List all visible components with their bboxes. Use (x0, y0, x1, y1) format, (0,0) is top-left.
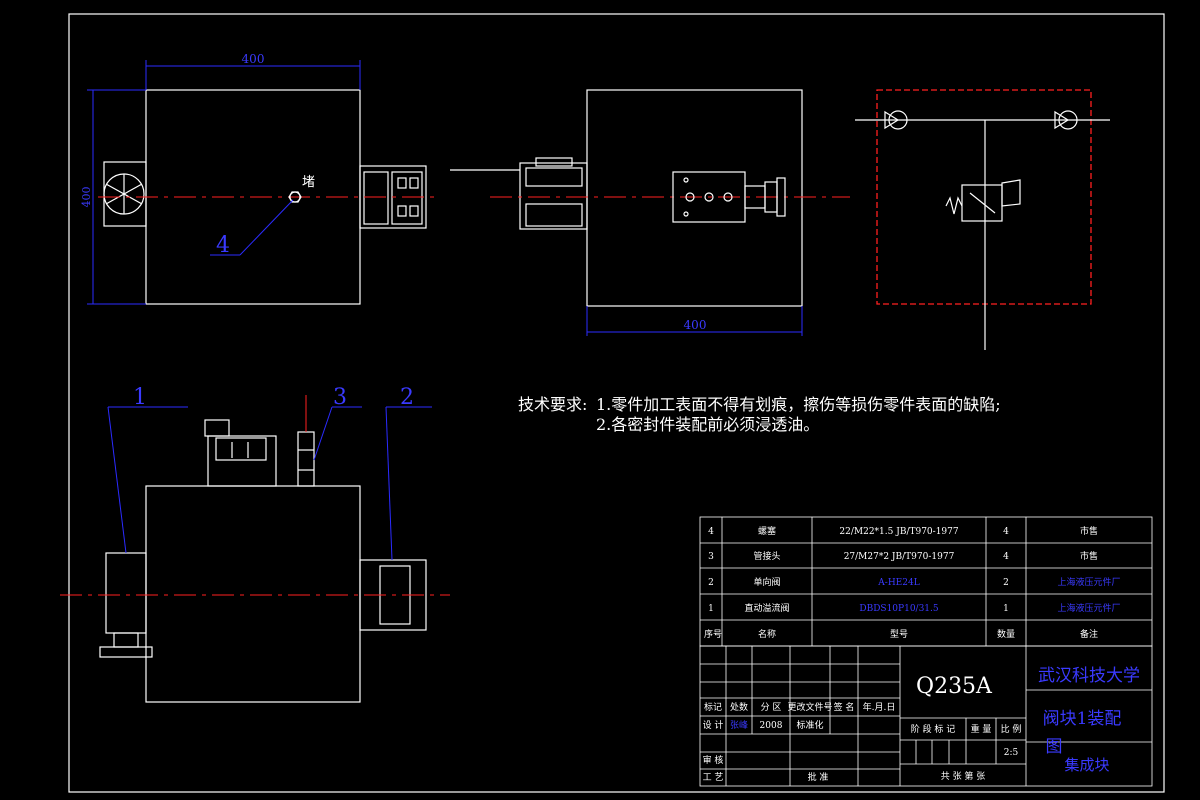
top-height-dimension: 400 (80, 187, 93, 208)
tb-design: 设 计 (703, 719, 724, 731)
top-width-dimension: 400 (242, 52, 265, 66)
drawing-subtitle: 集成块 (1064, 756, 1109, 774)
bom-row-4-model: 22/M22*1.5 JB/T970-1977 (839, 527, 958, 537)
bom-row-2-no: 2 (708, 578, 714, 588)
tech-line-2: 2.各密封件装配前必须浸透油。 (596, 415, 819, 434)
bom-row-1-model: DBDS10P10/31.5 (859, 604, 939, 614)
material-label: Q235A (916, 674, 993, 699)
bom-header-remark: 备注 (1080, 628, 1098, 640)
balloon-4: 4 (216, 233, 230, 258)
tb-ratio: 比 例 (1001, 723, 1022, 735)
tb-change-doc: 更改文件号 (787, 701, 832, 713)
side-view: 400 (450, 89, 850, 336)
bom-row-4-qty: 4 (1003, 527, 1009, 537)
bom-row-3-name: 管接头 (753, 550, 780, 562)
bom-row-2-remark: 上海液压元件厂 (1057, 576, 1120, 588)
block-outline-side (586, 89, 803, 307)
tb-zone: 分 区 (761, 702, 782, 713)
drawing-title-1: 阀块1装配 (1043, 709, 1122, 729)
tb-review: 审 核 (703, 754, 724, 766)
bill-of-materials: 4 螺塞 22/M22*1.5 JB/T970-1977 4 市售 3 管接头 … (699, 516, 1153, 647)
bom-header-no: 序号 (704, 628, 722, 640)
bom-row-4-no: 4 (708, 527, 714, 537)
tb-count: 处数 (730, 701, 748, 713)
scale-value: 2:5 (1004, 748, 1019, 758)
bom-row-3-qty: 4 (1003, 552, 1009, 562)
tb-approve: 批 准 (808, 771, 829, 783)
balloon-3: 3 (333, 385, 347, 410)
bom-row-2-qty: 2 (1003, 578, 1009, 588)
bom-header-model: 型号 (890, 629, 908, 640)
tb-weight: 重 量 (971, 723, 992, 735)
bom-row-1-no: 1 (708, 604, 714, 614)
tb-stage: 阶 段 标 记 (911, 723, 956, 735)
balloon-1: 1 (133, 385, 147, 410)
balloon-2: 2 (400, 385, 414, 410)
bom-row-4-name: 螺塞 (758, 525, 776, 537)
title-block: 标记 处数 分 区 更改文件号 签 名 年.月.日 设 计 张峰 2008 标准… (699, 645, 1153, 787)
tb-sign: 签 名 (834, 701, 855, 713)
tb-designer: 张峰 (730, 720, 748, 731)
tb-sheets: 共 张 第 张 (941, 770, 986, 782)
bom-row-3-remark: 市售 (1080, 550, 1098, 562)
technical-requirements: 技术要求: 1.零件加工表面不得有划痕，擦伤等损伤零件表面的缺陷; 2.各密封件… (518, 395, 1001, 434)
drawing-title-2: 图 (1046, 737, 1063, 757)
plug-label: 堵 (302, 175, 315, 190)
tb-standardize: 标准化 (796, 719, 823, 731)
top-view: 400 400 堵 4 (80, 52, 435, 305)
bom-row-3-model: 27/M27*2 JB/T970-1977 (844, 552, 955, 562)
tb-year: 2008 (760, 721, 783, 731)
tb-process: 工 艺 (703, 772, 724, 783)
bom-header-name: 名称 (758, 628, 776, 640)
bom-row-1-name: 直动溢流阀 (744, 602, 789, 614)
tech-line-1: 1.零件加工表面不得有划痕，擦伤等损伤零件表面的缺陷; (596, 395, 1001, 414)
bom-row-1-remark: 上海液压元件厂 (1057, 602, 1120, 614)
tb-date: 年.月.日 (863, 701, 896, 713)
bom-row-2-name: 单向阀 (753, 576, 780, 588)
bom-row-2-model: A-HE24L (877, 578, 919, 588)
bom-header-qty: 数量 (997, 628, 1015, 640)
school-name: 武汉科技大学 (1038, 666, 1140, 686)
tech-heading: 技术要求: (518, 395, 587, 414)
bom-row-4-remark: 市售 (1080, 525, 1098, 537)
drawing-border (68, 13, 1165, 793)
bom-row-1-qty: 1 (1003, 604, 1009, 614)
front-view: 1 3 2 (60, 385, 450, 703)
front-width-dimension: 400 (684, 318, 707, 332)
tb-mark: 标记 (704, 701, 722, 713)
bom-row-3-no: 3 (708, 552, 714, 562)
hydraulic-schematic (855, 89, 1110, 350)
